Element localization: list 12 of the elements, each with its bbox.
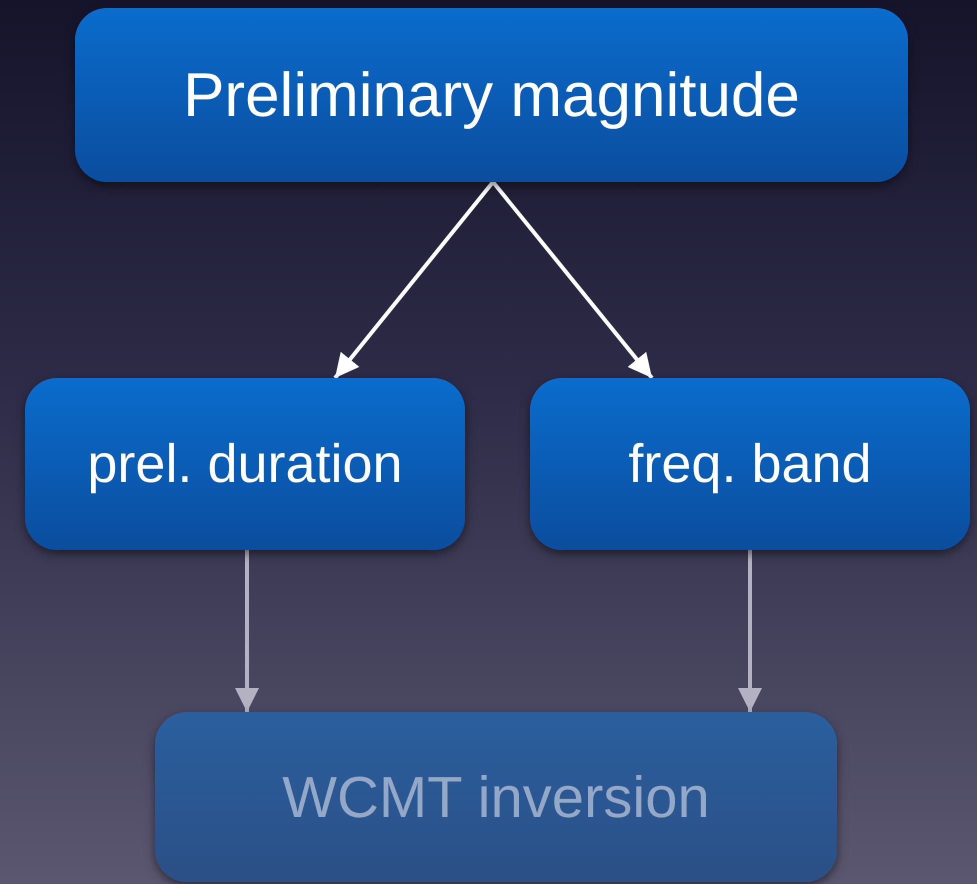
arrow (491, 180, 654, 380)
box-label: Preliminary magnitude (183, 60, 800, 130)
arrow (235, 550, 259, 712)
box-label: prel. duration (87, 433, 403, 495)
arrow (333, 180, 495, 380)
process-box (75, 8, 908, 182)
box-label: WCMT inversion (282, 764, 710, 830)
box-label: freq. band (628, 433, 872, 495)
process-box (530, 378, 970, 550)
process-box (155, 712, 837, 882)
arrow (738, 550, 762, 712)
process-box (25, 378, 465, 550)
